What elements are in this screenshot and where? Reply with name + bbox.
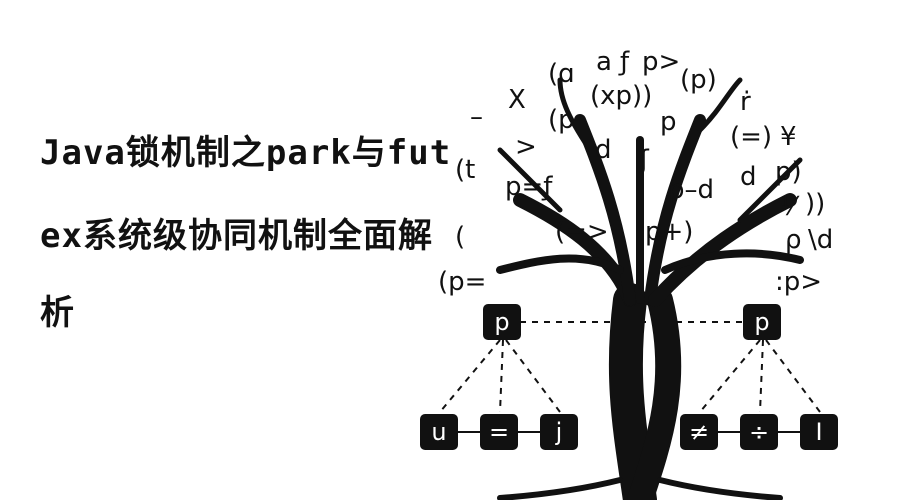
tree-symbol: )) xyxy=(805,189,825,219)
title-line-1: Java锁机制之park与fut xyxy=(40,133,452,173)
leaf-box xyxy=(800,414,838,450)
tree-symbol: (p xyxy=(548,105,575,135)
tree-symbol: p–d xyxy=(668,175,714,205)
tree-symbol: ƒ xyxy=(618,47,630,77)
leaf-box xyxy=(420,414,458,450)
tree-symbol: (t xyxy=(455,155,475,185)
node-label: p xyxy=(494,308,509,336)
tree-symbol: p=ƒ xyxy=(505,172,553,202)
tree-symbol: ṙ xyxy=(740,87,751,117)
tree-symbol: d xyxy=(595,135,612,165)
tree-symbol: p+) xyxy=(645,217,693,247)
leaf-box xyxy=(540,414,578,450)
tree-symbol: (=) xyxy=(730,122,772,152)
leaf-label: u xyxy=(431,418,446,446)
tree-symbol: d xyxy=(740,162,757,192)
tree-symbol: (xp)) xyxy=(590,81,652,111)
tree-symbol: X xyxy=(508,85,526,115)
node-boxes: p p xyxy=(483,304,781,340)
tree-symbol: p xyxy=(660,107,677,137)
leaf-label: j xyxy=(555,418,563,446)
tree-symbol: ʃ xyxy=(639,145,650,175)
tree-trunk xyxy=(496,77,804,500)
tree-symbol: p) xyxy=(775,157,802,187)
tree-symbol: p> xyxy=(642,47,680,77)
leaf-box xyxy=(480,414,518,450)
canopy-symbols: (ɑ a ƒ p> (p) X (xp)) (p p d ʃ ṙ (=) ¥ (… xyxy=(438,47,833,297)
node-box xyxy=(743,304,781,340)
leaf-box xyxy=(680,414,718,450)
tree-symbol: (p) xyxy=(680,65,717,95)
tree-symbol: > xyxy=(515,132,537,162)
hierarchy-lines xyxy=(439,321,821,433)
tree-symbol: (ɑ xyxy=(548,59,575,89)
tree-symbol: (p= xyxy=(438,267,486,297)
tree-symbol: ( xyxy=(455,222,465,252)
leaf-label: ÷ xyxy=(749,418,769,446)
leaf-boxes: u = j ≠ ÷ I xyxy=(420,414,838,450)
title-line-2: ex系统级协同机制全面解 xyxy=(40,216,433,256)
tree-symbol: \d xyxy=(808,225,833,255)
leaf-label: ≠ xyxy=(689,418,709,446)
tree-symbol: ρ xyxy=(785,225,802,255)
leaf-label: I xyxy=(815,418,822,446)
tree-symbol: ¥ xyxy=(780,122,797,152)
tree-symbol: a xyxy=(596,47,612,77)
tree-symbol: :p> xyxy=(775,267,822,297)
node-label: p xyxy=(754,308,769,336)
node-box xyxy=(483,304,521,340)
tree-symbol: ⅟ xyxy=(780,192,800,222)
title-line-3: 析 xyxy=(40,293,75,333)
leaf-label: = xyxy=(489,418,509,446)
tree-symbol: (=> xyxy=(555,217,609,247)
leaf-box xyxy=(740,414,778,450)
tree-symbol: – xyxy=(470,102,483,132)
